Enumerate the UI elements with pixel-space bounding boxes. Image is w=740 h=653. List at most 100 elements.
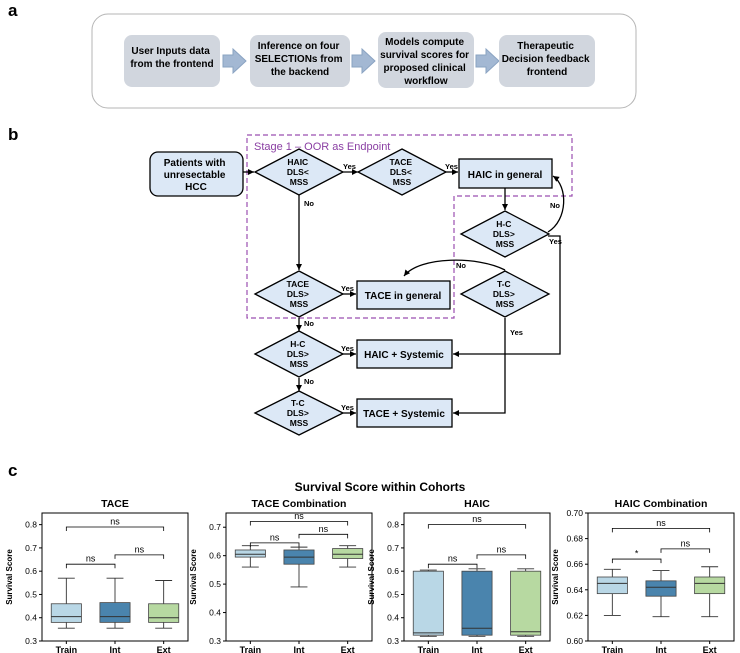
significance-label: ns bbox=[319, 524, 329, 534]
x-tick-label: Ext bbox=[519, 645, 533, 653]
svg-text:TACE in general: TACE in general bbox=[365, 291, 442, 302]
no-label: No bbox=[304, 319, 314, 328]
flow-edge-labels: Yes Yes No No Yes No Yes No Yes Yes No Y… bbox=[304, 162, 562, 412]
yes-label: Yes bbox=[341, 344, 354, 353]
significance-bracket bbox=[65, 563, 116, 569]
significance-bracket bbox=[427, 563, 478, 569]
y-tick-label: 0.7 bbox=[25, 543, 37, 553]
significance-bracket bbox=[298, 533, 349, 539]
workflow-step-3: Models compute survival scores for propo… bbox=[378, 32, 474, 88]
svg-text:TACE DLS< MSS: TACE DLS< MSS bbox=[390, 157, 415, 187]
significance-label: * bbox=[635, 549, 639, 559]
x-tick-label: Ext bbox=[341, 645, 355, 653]
no-label: No bbox=[456, 261, 466, 270]
box-body bbox=[148, 603, 180, 623]
y-tick-label: 0.7 bbox=[387, 543, 399, 553]
yes-label: Yes bbox=[510, 328, 523, 337]
box-body bbox=[412, 570, 444, 636]
yes-label: Yes bbox=[445, 162, 458, 171]
significance-bracket bbox=[249, 521, 349, 526]
workflow-arrow-1 bbox=[222, 47, 247, 75]
y-tick-label: 0.6 bbox=[209, 551, 221, 561]
workflow-step-4: Therapeutic Decision feedback frontend bbox=[499, 35, 595, 87]
decision-hc-2: H-C DLS> MSS bbox=[253, 330, 345, 378]
y-tick-label: 0.4 bbox=[209, 608, 221, 618]
chart-title: TACE bbox=[101, 498, 129, 510]
y-tick-label: 0.4 bbox=[25, 613, 37, 623]
significance-bracket bbox=[611, 527, 711, 533]
significance-bracket bbox=[660, 548, 711, 553]
x-tick-label: Ext bbox=[157, 645, 171, 653]
svg-text:HAIC in general: HAIC in general bbox=[468, 170, 543, 181]
box-ext bbox=[694, 566, 726, 618]
panel-label-b: b bbox=[8, 125, 18, 144]
significance-label: ns bbox=[448, 554, 458, 564]
y-tick-label: 0.3 bbox=[25, 636, 37, 646]
panel-c-title: Survival Score within Cohorts bbox=[295, 480, 466, 494]
box-train bbox=[596, 568, 628, 616]
x-tick-label: Ext bbox=[703, 645, 717, 653]
x-tick-label: Train bbox=[602, 645, 624, 653]
chart-title: HAIC bbox=[464, 498, 490, 510]
stage1-label: Stage 1 – OOR as Endpoint bbox=[254, 141, 390, 153]
x-tick-label: Train bbox=[240, 645, 262, 653]
outcome-haic-general: HAIC in general bbox=[458, 158, 553, 189]
chart-title: TACE Combination bbox=[252, 498, 347, 510]
box-int bbox=[99, 577, 131, 629]
x-tick-label: Int bbox=[472, 645, 483, 653]
y-tick-label: 0.8 bbox=[387, 520, 399, 530]
box-train bbox=[234, 545, 266, 568]
significance-label: ns bbox=[656, 518, 666, 528]
box-int bbox=[461, 568, 493, 637]
box-train bbox=[412, 569, 444, 637]
y-tick-label: 0.3 bbox=[209, 636, 221, 646]
workflow-step-2: Inference on four SELECTIONs from the ba… bbox=[250, 35, 350, 87]
significance-label: ns bbox=[86, 554, 96, 564]
y-tick-label: 0.4 bbox=[387, 613, 399, 623]
box-body bbox=[510, 570, 542, 636]
significance-bracket bbox=[427, 524, 527, 529]
y-tick-label: 0.70 bbox=[566, 508, 583, 518]
significance-label: ns bbox=[135, 544, 145, 554]
decision-tace-2: TACE DLS> MSS bbox=[253, 270, 345, 318]
start-box: Patients with unresectable HCC bbox=[149, 151, 244, 197]
yes-label: Yes bbox=[341, 403, 354, 412]
outcome-tace-general: TACE in general bbox=[356, 280, 451, 310]
y-axis-label: Survival Score bbox=[189, 549, 198, 605]
panel-label-a: a bbox=[8, 1, 18, 20]
svg-text:H-C DLS> MSS: H-C DLS> MSS bbox=[493, 219, 517, 249]
x-tick-label: Train bbox=[56, 645, 78, 653]
yes-label: Yes bbox=[343, 162, 356, 171]
decision-tace-1: TACE DLS< MSS bbox=[356, 148, 448, 196]
workflow-arrow-2 bbox=[351, 47, 376, 75]
y-tick-label: 0.5 bbox=[209, 579, 221, 589]
significance-bracket bbox=[476, 554, 527, 559]
significance-bracket bbox=[249, 542, 300, 547]
svg-text:TACE DLS> MSS: TACE DLS> MSS bbox=[287, 279, 312, 309]
significance-label: ns bbox=[110, 516, 120, 526]
svg-text:HAIC DLS< MSS: HAIC DLS< MSS bbox=[287, 157, 311, 187]
y-tick-label: 0.62 bbox=[566, 610, 583, 620]
chart-title: HAIC Combination bbox=[615, 498, 708, 510]
significance-label: ns bbox=[497, 544, 507, 554]
box-body bbox=[596, 576, 628, 595]
box-train bbox=[50, 577, 82, 629]
y-tick-label: 0.64 bbox=[566, 585, 583, 595]
outcome-haic-systemic: HAIC + Systemic bbox=[356, 339, 453, 369]
decision-tc-1: T-C DLS> MSS bbox=[459, 270, 551, 318]
boxplot-charts: TACE Survival Score 0.3 0.4 0.5 0.6 0.7 0.8Trai… bbox=[5, 498, 735, 653]
y-tick-label: 0.66 bbox=[566, 559, 583, 569]
box-ext bbox=[332, 545, 364, 568]
box-body bbox=[461, 570, 493, 636]
x-tick-label: Train bbox=[418, 645, 440, 653]
workflow-step-2-text: Inference on four SELECTIONs from the ba… bbox=[255, 41, 346, 78]
box-int bbox=[283, 546, 315, 588]
svg-text:H-C DLS> MSS: H-C DLS> MSS bbox=[287, 339, 311, 369]
svg-text:T-C DLS> MSS: T-C DLS> MSS bbox=[287, 398, 311, 428]
y-tick-label: 0.8 bbox=[25, 520, 37, 530]
workflow-step-1: User Inputs data from the frontend bbox=[124, 35, 220, 87]
outcome-tace-systemic: TACE + Systemic bbox=[356, 398, 453, 428]
